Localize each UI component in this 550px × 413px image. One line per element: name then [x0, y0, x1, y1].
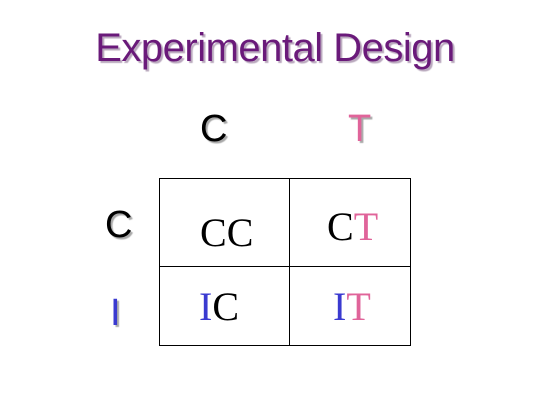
column-header-t: T	[348, 108, 372, 150]
cell-ct-first-letter: C	[327, 204, 354, 249]
row-header-i: I	[110, 292, 121, 334]
column-header-c: C	[200, 108, 228, 150]
cell-it: IT	[290, 267, 411, 345]
cell-cc-second-letter: C	[226, 210, 254, 255]
cell-ic: IC	[160, 267, 290, 345]
cell-ic-second-letter: C	[212, 284, 240, 329]
row-header-c: C	[105, 204, 133, 246]
cell-it-first-letter: I	[333, 284, 347, 329]
design-matrix: CC CT IC IT	[159, 178, 411, 346]
cell-it-second-letter: T	[346, 284, 371, 329]
slide-title: Experimental Design	[95, 26, 455, 70]
cell-cc: CC	[160, 179, 290, 267]
cell-ct-second-letter: T	[353, 204, 379, 249]
cell-ct: CT	[290, 179, 411, 267]
cell-ic-first-letter: I	[199, 284, 213, 329]
cell-cc-first-letter: C	[200, 210, 227, 255]
